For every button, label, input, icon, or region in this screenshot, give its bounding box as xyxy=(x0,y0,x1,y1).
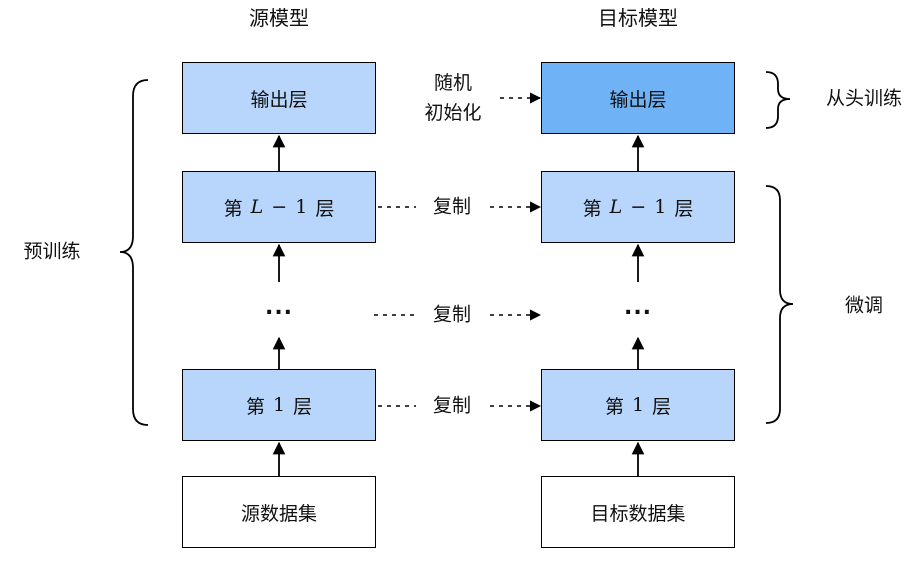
copy-label-bottom: 复制 xyxy=(432,394,472,417)
target-layer-l-minus-1-suffix: 层 xyxy=(674,197,694,220)
source-layer-l-minus-1-suffix: 层 xyxy=(315,197,335,220)
source-layer-l-minus-1-op: − xyxy=(271,196,288,218)
copy-label-middle: 复制 xyxy=(432,303,472,326)
target-layer-l-minus-1-op: − xyxy=(630,196,647,218)
target-layer-l-minus-1: 第 L − 1 层 xyxy=(541,171,735,243)
source-ellipsis: ··· xyxy=(264,300,294,326)
copy-label-top: 复制 xyxy=(432,195,472,218)
source-layer-1-num: 1 xyxy=(272,394,286,416)
target-layer-1-prefix: 第 xyxy=(604,395,624,418)
target-ellipsis: ··· xyxy=(623,300,653,326)
target-layer-l-minus-1-num: 1 xyxy=(654,196,667,218)
finetune-label: 微调 xyxy=(844,294,884,317)
random-init-line-2: 初始化 xyxy=(424,102,482,124)
source-output-layer-label: 输出层 xyxy=(250,88,308,111)
pretrain-label: 预训练 xyxy=(23,240,81,263)
pretrain-brace xyxy=(119,79,149,426)
random-init-label: 随机 初始化 xyxy=(424,68,481,128)
target-layer-l-minus-1-var: L xyxy=(609,196,623,218)
source-layer-1-suffix: 层 xyxy=(293,395,313,418)
source-layer-l-minus-1: 第 L − 1 层 xyxy=(182,171,376,243)
target-model-title: 目标模型 xyxy=(598,6,678,30)
source-layer-1: 第 1 层 xyxy=(182,369,376,441)
finetune-brace xyxy=(765,185,794,424)
target-layer-1-suffix: 层 xyxy=(652,395,672,418)
target-layer-l-minus-1-prefix: 第 xyxy=(582,197,602,220)
source-dataset: 源数据集 xyxy=(182,476,376,548)
source-dataset-label: 源数据集 xyxy=(240,502,317,525)
random-init-line-1: 随机 xyxy=(433,72,473,94)
target-layer-1-num: 1 xyxy=(631,394,645,416)
train-from-scratch-label: 从头训练 xyxy=(825,87,903,110)
source-output-layer: 输出层 xyxy=(182,62,376,134)
source-layer-l-minus-1-num: 1 xyxy=(295,196,308,218)
source-model-title: 源模型 xyxy=(249,6,309,30)
target-dataset: 目标数据集 xyxy=(541,476,735,548)
target-dataset-label: 目标数据集 xyxy=(590,502,686,525)
target-output-layer-label: 输出层 xyxy=(609,88,667,111)
target-layer-1: 第 1 层 xyxy=(541,369,735,441)
source-layer-l-minus-1-var: L xyxy=(250,196,264,218)
source-layer-l-minus-1-prefix: 第 xyxy=(223,197,243,220)
train-from-scratch-brace xyxy=(765,71,791,129)
target-output-layer: 输出层 xyxy=(541,62,735,134)
source-layer-1-prefix: 第 xyxy=(245,395,265,418)
